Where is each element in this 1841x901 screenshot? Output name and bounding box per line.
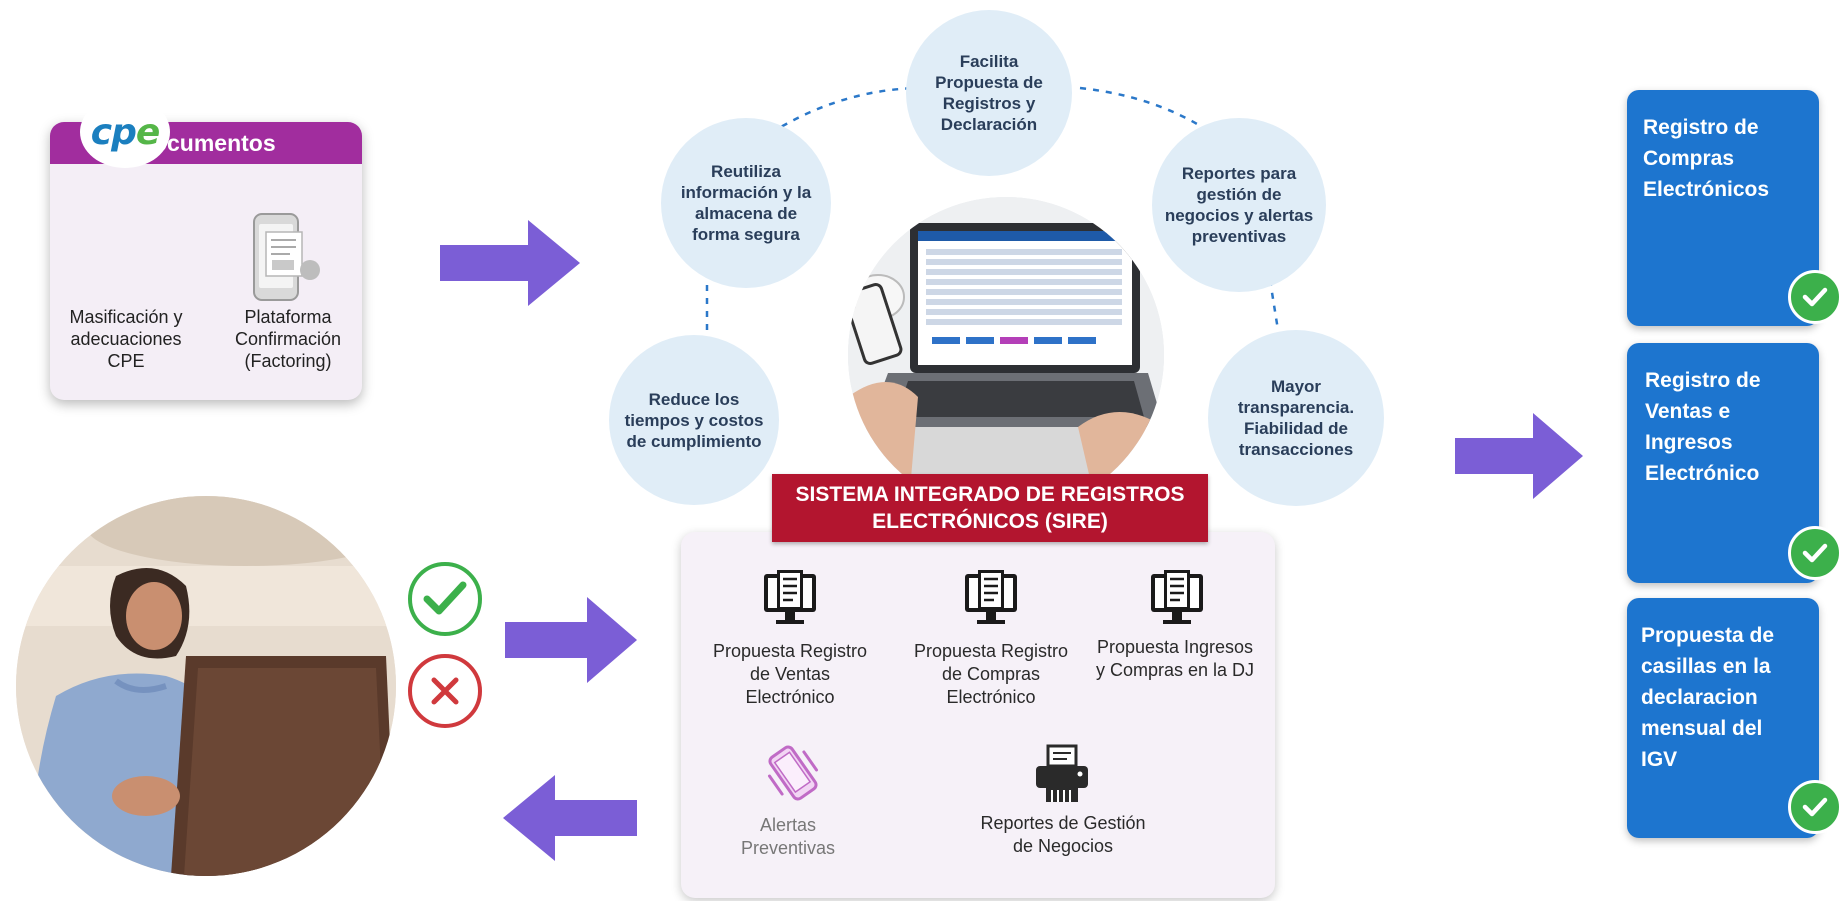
- bubble-reutiliza-text: Reutiliza información y la almacena de f…: [680, 162, 812, 244]
- output-card-casillas: Propuesta de casillas en la declaracion …: [1627, 598, 1819, 838]
- invoice-phone-icon: [253, 213, 320, 301]
- sire-item-reportes-label: Reportes de Gestión de Negocios: [980, 813, 1146, 856]
- monitor-document-icon: [764, 570, 816, 624]
- monitor-document-icon: [1151, 570, 1203, 624]
- cross-circle-icon: [408, 654, 482, 728]
- bubble-reduce-text: Reduce los tiempos y costos de cumplimie…: [624, 389, 764, 451]
- sire-item-alertas-label: Alertas Preventivas: [740, 815, 836, 858]
- bubble-reportes-text: Reportes para gestión de negocios y aler…: [1164, 164, 1314, 246]
- output-card-ventas-label: Registro de Ventas e Ingresos Electrónic…: [1645, 369, 1761, 485]
- sire-title: SISTEMA INTEGRADO DE REGISTROS ELECTRÓNI…: [772, 474, 1208, 542]
- arrow-right-documents: [440, 220, 580, 306]
- sire-title-text: SISTEMA INTEGRADO DE REGISTROS ELECTRÓNI…: [795, 483, 1185, 533]
- sire-item-ventas-label: Propuesta Registro de Ventas Electrónico: [712, 641, 868, 707]
- sire-item-compras-label: Propuesta Registro de Compras Electrónic…: [913, 641, 1069, 707]
- check-icon: [1788, 780, 1841, 834]
- check-circle-icon: [408, 562, 482, 636]
- documents-item-factoring-label: Plataforma Confirmación (Factoring): [234, 307, 342, 371]
- printer-icon: [1036, 744, 1088, 802]
- monitor-document-icon: [965, 570, 1017, 624]
- sire-item-dj-label: Propuesta Ingresos y Compras en la DJ: [1095, 637, 1255, 680]
- bubble-reportes: Reportes para gestión de negocios y aler…: [1152, 118, 1326, 292]
- output-card-compras-label: Registro de Compras Electrónicos: [1643, 116, 1770, 201]
- laptop-photo: [848, 197, 1164, 513]
- documents-item-cpe-label: Masificación y adecuaciones CPE: [69, 307, 183, 371]
- bubble-transparencia-text: Mayor transparencia. Fiabilidad de trans…: [1237, 377, 1355, 459]
- vibrating-phone-icon: [767, 745, 819, 801]
- bubble-facilita-text: Facilita Propuesta de Registros y Declar…: [935, 52, 1043, 134]
- output-card-compras: Registro de Compras Electrónicos: [1627, 90, 1819, 326]
- output-card-casillas-label: Propuesta de casillas en la declaracion …: [1641, 624, 1775, 771]
- person-photo: [16, 496, 396, 876]
- arrow-left-feedback: [503, 775, 637, 861]
- bubble-reutiliza: Reutiliza información y la almacena de f…: [661, 118, 831, 288]
- bubble-reduce: Reduce los tiempos y costos de cumplimie…: [609, 335, 779, 505]
- bubble-transparencia: Mayor transparencia. Fiabilidad de trans…: [1208, 330, 1384, 506]
- arrow-right-outputs: [1455, 413, 1583, 499]
- bubble-facilita: Facilita Propuesta de Registros y Declar…: [906, 10, 1072, 176]
- output-card-ventas: Registro de Ventas e Ingresos Electrónic…: [1627, 343, 1819, 583]
- cpe-logo-icon: cpe cpe: [80, 96, 170, 168]
- arrow-right-validation: [505, 597, 637, 683]
- check-icon: [1788, 526, 1841, 580]
- check-icon: [1788, 270, 1841, 324]
